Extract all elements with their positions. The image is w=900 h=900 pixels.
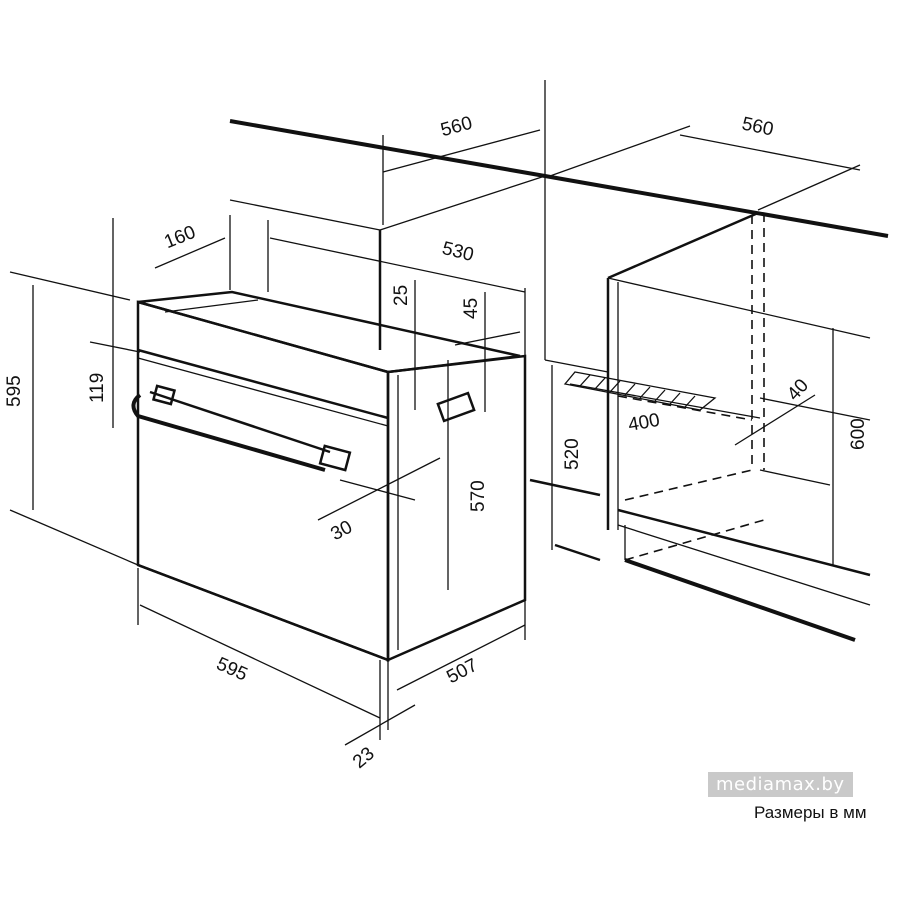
dim-gap-45: 45	[461, 298, 482, 319]
dim-oven-width: 595	[213, 654, 251, 686]
dim-handle-30: 30	[327, 517, 356, 545]
dim-vent-40: 40	[783, 375, 813, 405]
dim-panel-119: 119	[87, 373, 108, 403]
dim-niche-width: 560	[439, 113, 475, 141]
dim-body-depth: 507	[443, 655, 481, 688]
watermark: mediamax.by	[708, 772, 853, 797]
dimension-lines	[9, 125, 861, 746]
dim-vent-400: 400	[627, 410, 662, 436]
niche-cabinet	[378, 80, 871, 642]
units-caption: Размеры в мм	[754, 803, 867, 822]
dim-niche-height: 600	[848, 418, 869, 450]
countertop	[229, 119, 889, 238]
dim-gap-25: 25	[391, 285, 412, 306]
dim-oven-height: 595	[4, 375, 25, 407]
oven	[131, 290, 527, 662]
dim-side-clearance: 160	[161, 222, 198, 253]
dim-body-570: 570	[468, 480, 489, 512]
dim-oven-depth-top: 530	[440, 238, 476, 266]
dim-niche-depth: 560	[740, 113, 775, 140]
dim-front-23: 23	[349, 743, 379, 773]
dim-cut-520: 520	[562, 438, 583, 470]
